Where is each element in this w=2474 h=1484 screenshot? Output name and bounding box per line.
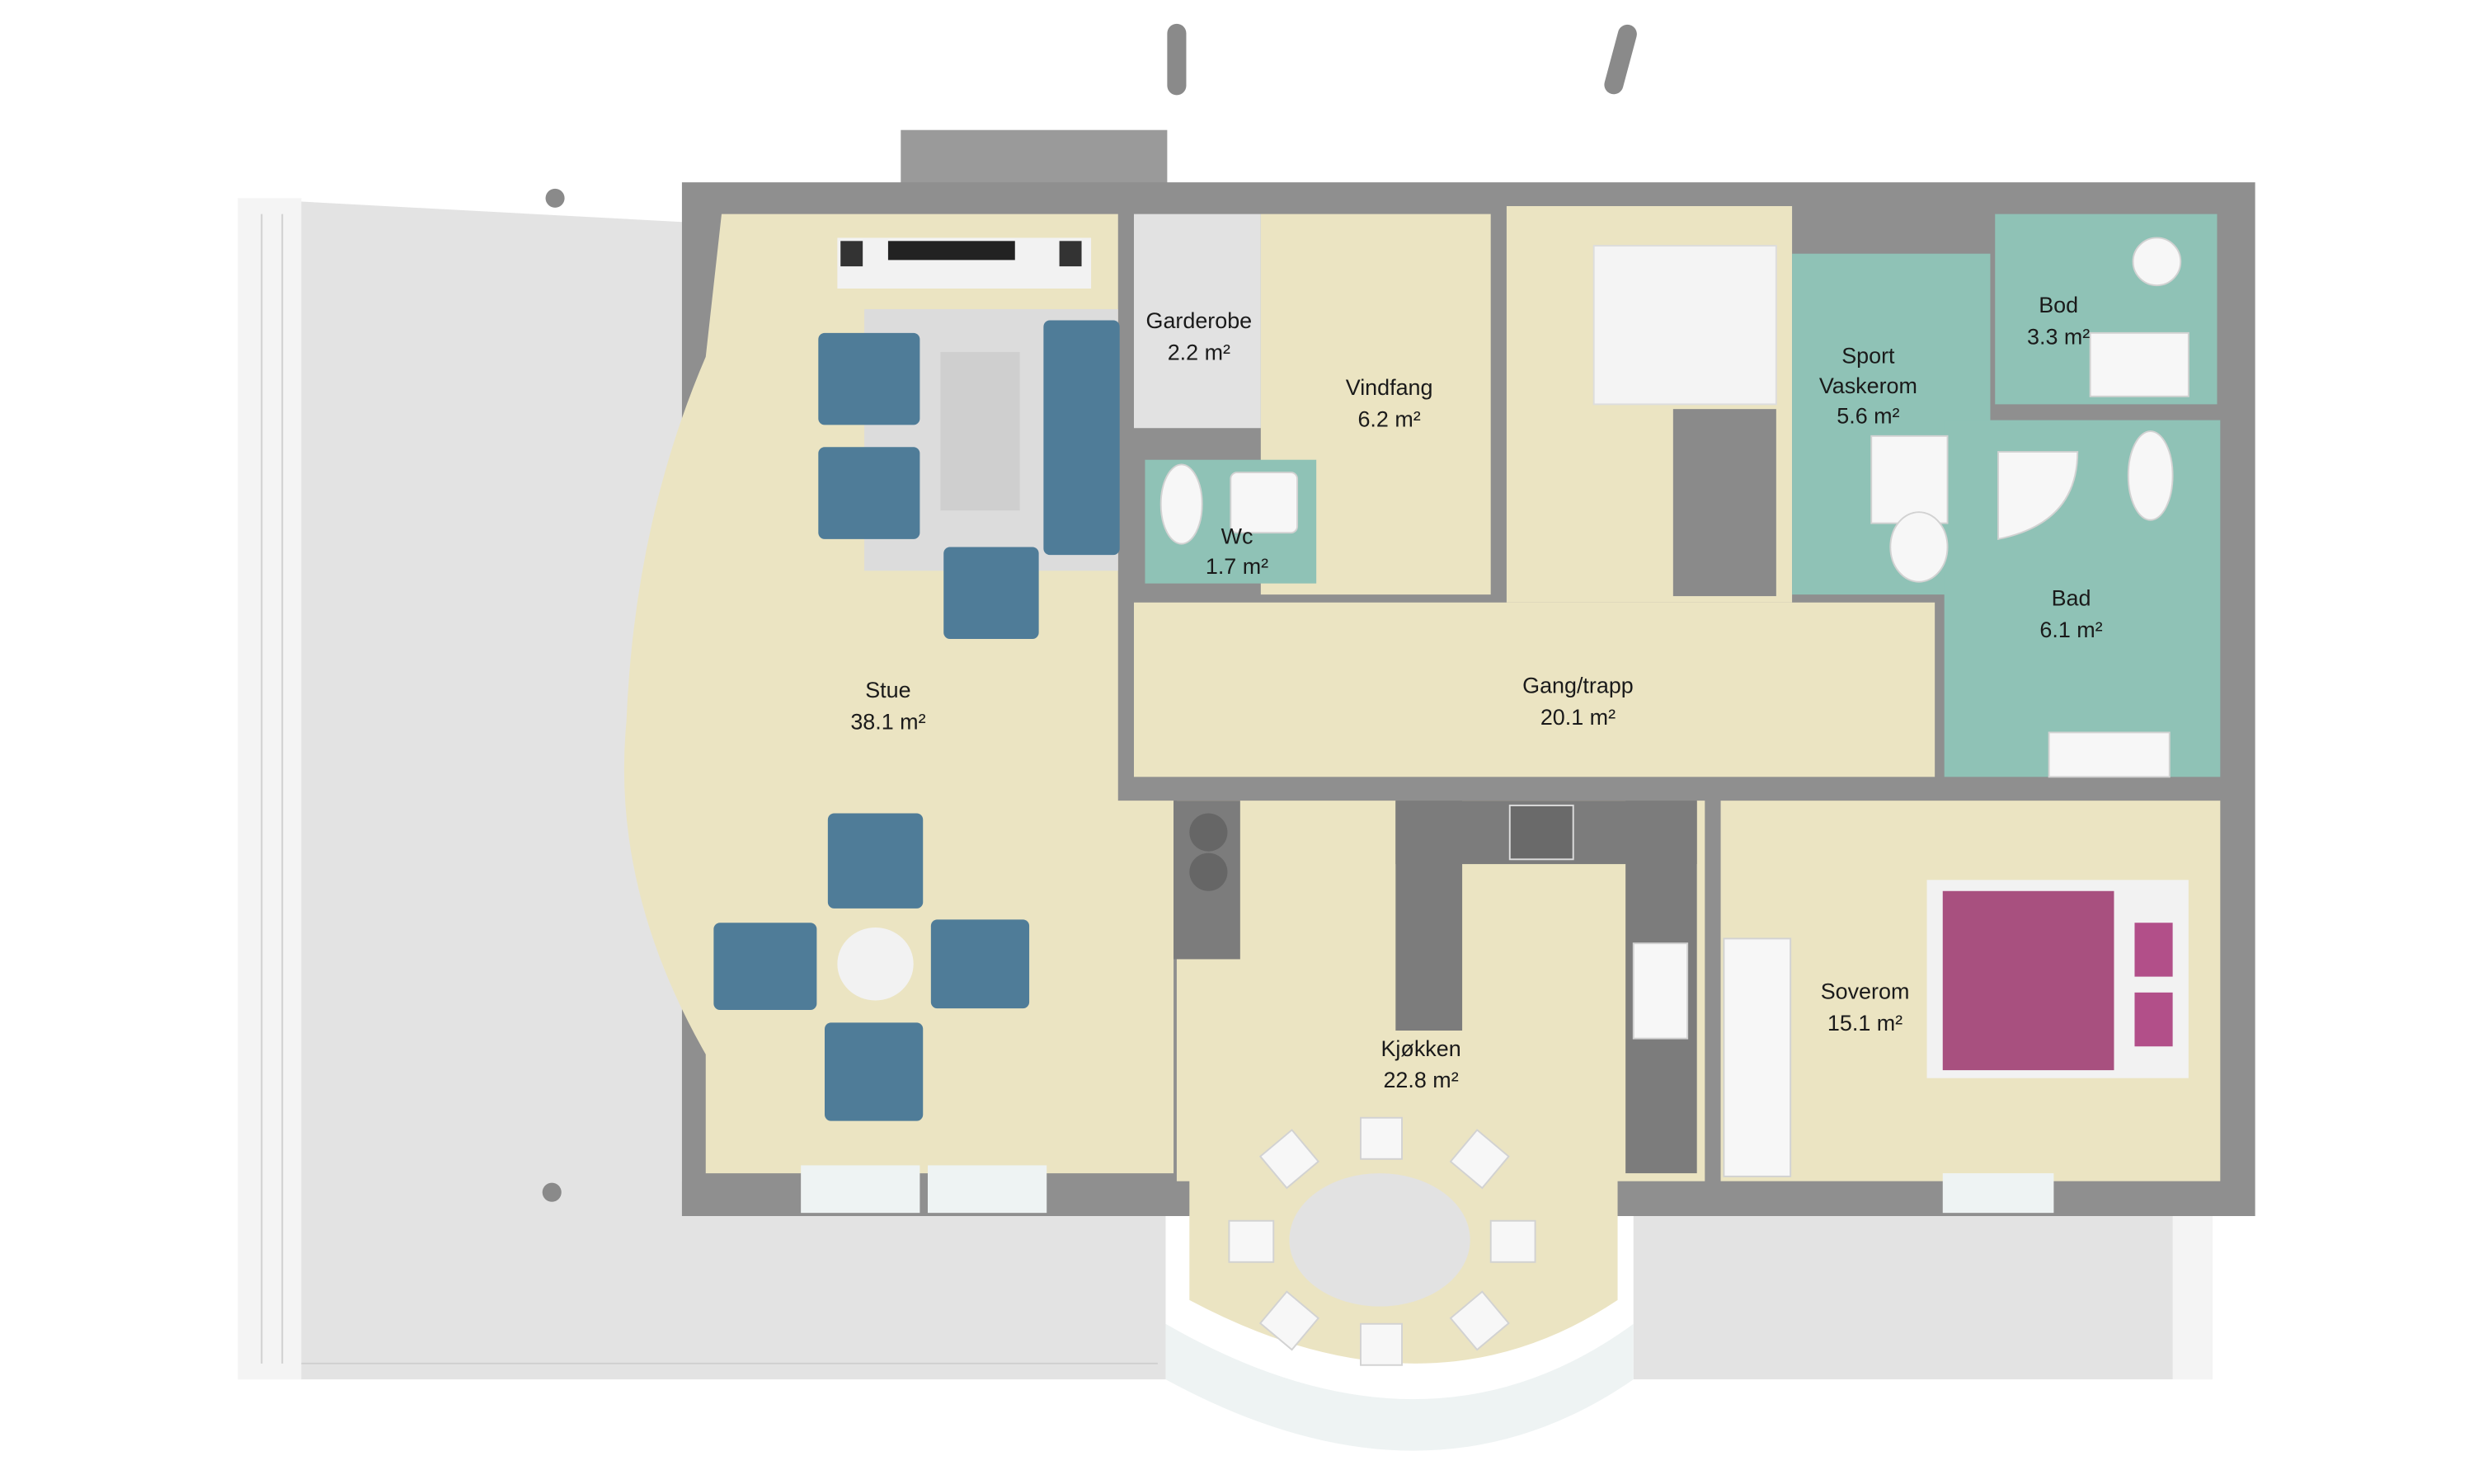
coffee-table bbox=[940, 351, 1020, 511]
wardrobe bbox=[1723, 937, 1792, 1177]
room-label-gang: Gang/trapp 20.1 m² bbox=[1522, 673, 1634, 729]
room-label-kjokken: Kjøkken 22.8 m² bbox=[1380, 1036, 1460, 1092]
staircase bbox=[1592, 245, 1777, 597]
svg-text:6.2 m²: 6.2 m² bbox=[1357, 406, 1420, 431]
kitchen-counter bbox=[1174, 801, 1697, 1174]
svg-text:Vaskerom: Vaskerom bbox=[1819, 373, 1917, 398]
svg-text:Garderobe: Garderobe bbox=[1146, 308, 1253, 333]
svg-text:1.7 m²: 1.7 m² bbox=[1206, 554, 1268, 579]
svg-text:Wc: Wc bbox=[1221, 524, 1253, 549]
svg-text:22.8 m²: 22.8 m² bbox=[1383, 1068, 1458, 1092]
room-garderobe-floor bbox=[1134, 214, 1261, 429]
tv-bench bbox=[837, 237, 1092, 289]
svg-text:38.1 m²: 38.1 m² bbox=[850, 710, 925, 735]
svg-text:2.2 m²: 2.2 m² bbox=[1168, 340, 1230, 365]
entry-canopy bbox=[901, 129, 1168, 186]
room-label-stue: Stue 38.1 m² bbox=[850, 678, 925, 734]
svg-text:Soverom: Soverom bbox=[1821, 979, 1910, 1004]
svg-text:Vindfang: Vindfang bbox=[1346, 375, 1433, 400]
dining-set bbox=[1228, 1116, 1536, 1366]
svg-text:Gang/trapp: Gang/trapp bbox=[1522, 673, 1634, 697]
svg-text:5.6 m²: 5.6 m² bbox=[1837, 403, 1899, 428]
deck-left bbox=[238, 198, 1166, 1380]
wc-fixtures bbox=[1159, 463, 1299, 545]
deck-right bbox=[1633, 1213, 2213, 1380]
svg-text:Stue: Stue bbox=[865, 678, 910, 702]
room-label-bod: Bod 3.3 m² bbox=[2027, 293, 2090, 349]
windows bbox=[801, 1165, 2054, 1451]
svg-text:Kjøkken: Kjøkken bbox=[1380, 1036, 1460, 1061]
room-label-garderobe: Garderobe 2.2 m² bbox=[1146, 308, 1253, 364]
svg-text:6.1 m²: 6.1 m² bbox=[2039, 618, 2102, 642]
svg-text:Sport: Sport bbox=[1841, 343, 1895, 368]
room-bad-floor bbox=[1944, 420, 2221, 777]
svg-text:Bad: Bad bbox=[2052, 586, 2091, 611]
svg-text:3.3 m²: 3.3 m² bbox=[2027, 324, 2090, 349]
bed bbox=[1926, 880, 2189, 1078]
svg-text:15.1 m²: 15.1 m² bbox=[1827, 1011, 1903, 1036]
bath-fixtures bbox=[1870, 237, 2189, 778]
svg-text:Bod: Bod bbox=[2039, 293, 2078, 317]
room-label-wc: Wc 1.7 m² bbox=[1206, 524, 1268, 580]
outdoor-lamps bbox=[542, 23, 1637, 1202]
lounge-set bbox=[713, 813, 1030, 1121]
room-label-vindfang: Vindfang 6.2 m² bbox=[1346, 375, 1433, 431]
room-label-soverom: Soverom 15.1 m² bbox=[1821, 979, 1910, 1036]
svg-text:20.1 m²: 20.1 m² bbox=[1540, 705, 1616, 730]
room-label-vaskerom: Sport Vaskerom 5.6 m² bbox=[1819, 343, 1917, 428]
room-gang-floor bbox=[1134, 602, 1935, 777]
room-label-bad: Bad 6.1 m² bbox=[2039, 586, 2102, 642]
sofa-set bbox=[818, 320, 1120, 639]
